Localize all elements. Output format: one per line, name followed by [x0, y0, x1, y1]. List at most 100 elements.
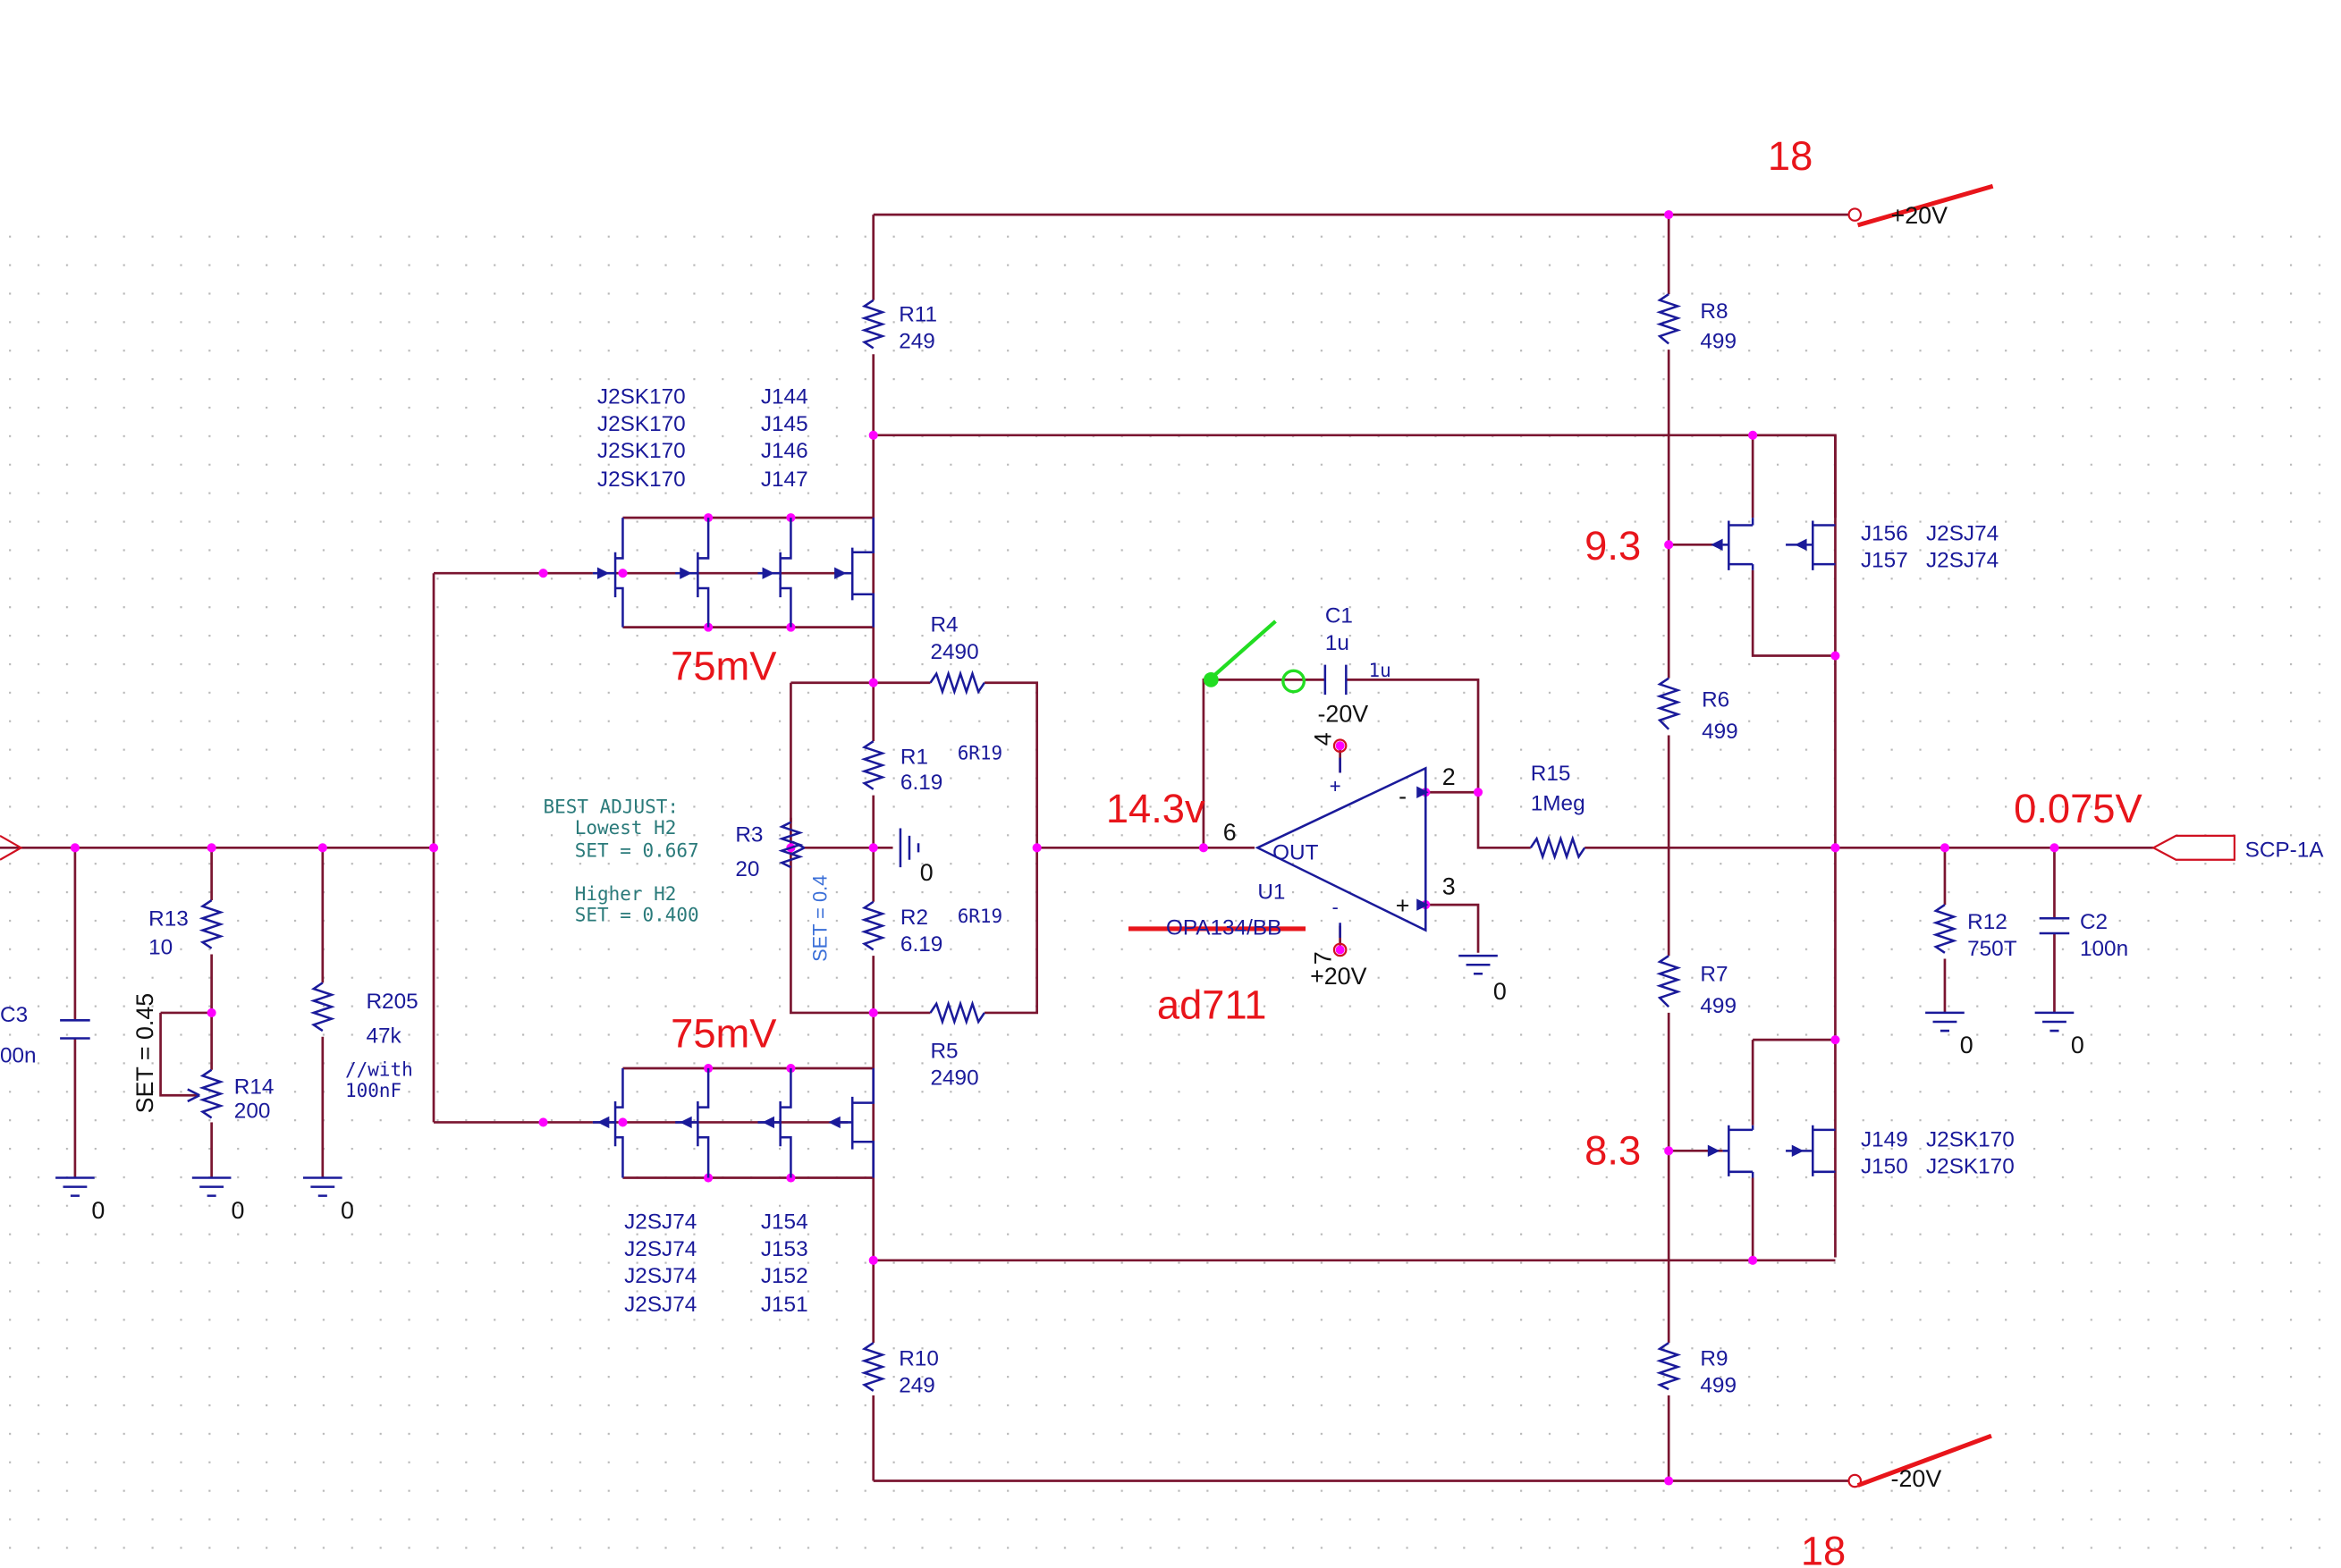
ground-r205	[302, 1176, 342, 1197]
ground-opamp	[1458, 954, 1498, 975]
r8-value: 499	[1700, 329, 1737, 353]
jfet-bot-1	[592, 1068, 624, 1178]
opamp-symbol	[1255, 738, 1429, 957]
r7-symbol	[1656, 955, 1682, 1008]
opamp-plus: +	[1396, 892, 1410, 919]
bot-type-1: J2SJ74	[624, 1210, 697, 1235]
r2-symbol	[860, 900, 886, 951]
jfet-symbols	[592, 518, 1836, 1178]
labels: +20V -20V R11 249 R10 249 J2SK170 J2SK17…	[0, 133, 2324, 1568]
r5-ref: R5	[930, 1039, 958, 1063]
right-top-label-1: J156 J2SJ74	[1861, 521, 1999, 545]
r12-ref: R12	[1967, 910, 2007, 934]
r15-value: 1Meg	[1531, 791, 1585, 815]
annot-gate-top: 9.3	[1585, 523, 1641, 569]
ground-c2	[2034, 1011, 2075, 1033]
output-port-label: SCP-1A	[2245, 838, 2325, 862]
top-type-1: J2SK170	[597, 385, 686, 409]
right-bot-label-2: J150 J2SK170	[1861, 1154, 2015, 1178]
r10-symbol	[860, 1342, 886, 1392]
r205-value: 47k	[366, 1024, 401, 1048]
annot-gate-bottom: 8.3	[1585, 1127, 1641, 1173]
r9-ref: R9	[1700, 1346, 1728, 1370]
annot-replacement: ad711	[1157, 982, 1267, 1028]
grid-background	[0, 210, 2341, 1568]
annot-upper-drive: 75mV	[671, 643, 777, 688]
top-ref-4: J147	[761, 468, 808, 492]
r3-set: SET = 0.4	[809, 875, 832, 962]
r12-value: 750T	[1967, 937, 2017, 961]
ground-label-r14: 0	[231, 1197, 244, 1224]
ground-r14	[191, 1176, 232, 1197]
r13-ref: R13	[148, 907, 189, 932]
right-bot-label-1: J149 J2SK170	[1861, 1127, 2015, 1151]
green-marker-ring	[1281, 669, 1306, 694]
bot-type-3: J2SJ74	[624, 1264, 697, 1288]
ports	[0, 207, 2235, 1488]
c2-symbol	[2039, 916, 2070, 935]
opamp-tick-a: +	[1330, 775, 1341, 797]
green-marker-dot	[1203, 671, 1219, 687]
annot-lower-drive: 75mV	[671, 1011, 777, 1057]
ground-r12	[1925, 1011, 1965, 1033]
r4-ref: R4	[930, 613, 958, 637]
r12-symbol	[1931, 904, 1958, 954]
r6-value: 499	[1702, 720, 1738, 744]
r14-symbol	[199, 1068, 224, 1119]
input-port-symbol	[0, 834, 23, 861]
c3-symbol	[60, 1019, 90, 1040]
note-line-5: SET = 0.400	[575, 905, 699, 926]
strike-neg-supply	[1856, 1433, 1992, 1488]
r6-symbol	[1656, 677, 1682, 730]
neg-supply-label: -20V	[1891, 1465, 1942, 1492]
c2-ref: C2	[2080, 910, 2108, 934]
top-type-4: J2SK170	[597, 468, 686, 492]
r1-value: 6.19	[900, 771, 942, 795]
opamp-ref: U1	[1257, 880, 1285, 904]
r2-value: 6.19	[900, 932, 942, 957]
jfet-bot-3	[757, 1068, 792, 1178]
r1-symbol	[860, 740, 886, 790]
c1-value: 1u	[1325, 631, 1349, 655]
bot-ref-1: J154	[761, 1210, 808, 1235]
r205-ref: R205	[366, 990, 418, 1014]
r15-symbol	[1529, 835, 1586, 861]
r13-value: 10	[148, 935, 173, 959]
c1-symbol	[1323, 664, 1348, 695]
opamp-pin3: 3	[1442, 873, 1456, 899]
r9-value: 499	[1700, 1374, 1737, 1398]
r9-symbol	[1656, 1342, 1682, 1391]
jfet-top-4	[834, 518, 875, 628]
opamp-minus: -	[1399, 783, 1407, 810]
ground-label-center: 0	[920, 859, 934, 886]
r2-ref: R2	[900, 906, 928, 930]
annot-output: 0.075V	[2014, 786, 2142, 831]
note-line-2: Lowest H2	[575, 817, 677, 839]
r3-value: 20	[735, 857, 759, 881]
bot-ref-2: J153	[761, 1237, 808, 1261]
ground-c3	[55, 1176, 95, 1197]
r11-ref: R11	[899, 302, 937, 326]
top-type-2: J2SK170	[597, 412, 686, 436]
opamp-vpos: +20V	[1310, 963, 1367, 990]
opamp-pin7: 7	[1310, 951, 1337, 965]
output-port-symbol	[2151, 834, 2235, 861]
annot-top-supply: 18	[1768, 133, 1813, 179]
top-ref-1: J144	[761, 385, 808, 409]
ground-label-c2: 0	[2071, 1032, 2084, 1058]
r10-value: 249	[899, 1374, 935, 1398]
r2-alt: 6R19	[958, 906, 1003, 927]
bot-ref-4: J151	[761, 1293, 808, 1317]
top-type-3: J2SK170	[597, 439, 686, 463]
pos-supply-label: +20V	[1891, 202, 1948, 229]
bot-type-2: J2SJ74	[624, 1237, 697, 1261]
ground-label-r205: 0	[341, 1197, 354, 1224]
note-line-4: Higher H2	[575, 883, 677, 905]
top-ref-3: J146	[761, 439, 808, 463]
r3-ref: R3	[735, 823, 763, 847]
right-top-label-2: J157 J2SJ74	[1861, 548, 1999, 572]
jfet-top-1	[592, 518, 624, 628]
capacitor-symbols	[60, 664, 2070, 1040]
pos-supply-terminal	[1847, 207, 1863, 222]
jfet-bot-2	[675, 1068, 710, 1178]
